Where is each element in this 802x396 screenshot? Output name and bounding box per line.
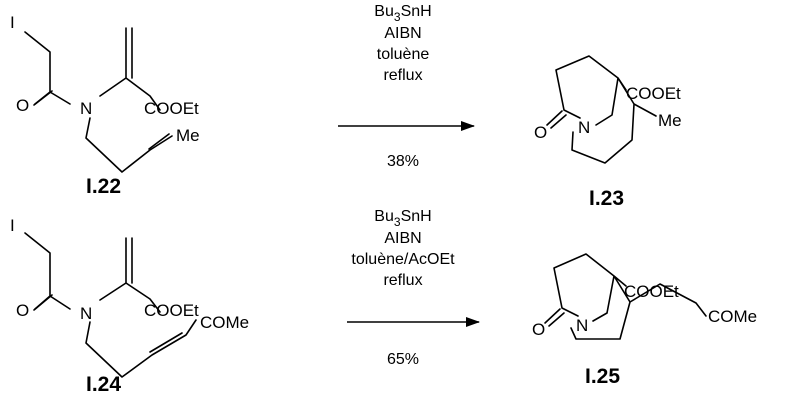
reactant-i22: I O N COOEt Me I.22 — [10, 13, 200, 198]
amide-nitrogen: N — [80, 99, 92, 118]
conditions-2: Bu3SnH AIBN toluène/AcOEt reflux 65% — [347, 208, 480, 368]
reagent-mode-2: reflux — [383, 272, 422, 289]
carbonyl-oxygen-2: O — [16, 301, 29, 320]
reactant-i24-double-bonds — [33, 237, 183, 353]
yield-1: 38% — [387, 153, 419, 170]
reagent-initiator-2: AIBN — [384, 230, 421, 247]
product-i25-bonds — [553, 253, 707, 340]
product2-nitrogen: N — [576, 316, 588, 335]
methyl-group: Me — [176, 126, 200, 145]
reactant-i24: I O N COOEt COMe I.24 — [10, 216, 249, 396]
conditions-1: Bu3SnH AIBN toluène reflux 38% — [338, 3, 475, 170]
product-methyl: Me — [658, 111, 682, 130]
reactant-i22-double-bonds — [33, 27, 170, 150]
product2-ester: COOEt — [624, 282, 679, 301]
product-i23-bonds — [555, 55, 657, 164]
product-oxygen: O — [534, 123, 547, 142]
reagent-solvent: toluène — [377, 46, 430, 63]
product-i25-carbonyl-double — [544, 308, 565, 327]
acetyl-group: COMe — [200, 313, 249, 332]
ester-group-2: COOEt — [144, 301, 199, 320]
compound-label-i23: I.23 — [589, 187, 624, 210]
reagent-initiator: AIBN — [384, 25, 421, 42]
reagent-solvent-2: toluène/AcOEt — [351, 251, 455, 268]
reagent-mode: reflux — [383, 67, 422, 84]
compound-label-i22: I.22 — [86, 175, 121, 198]
yield-2: 65% — [387, 351, 419, 368]
reagent-tin-hydride: Bu3SnH — [374, 3, 431, 24]
compound-label-i24: I.24 — [86, 373, 121, 396]
product-ester: COOEt — [626, 84, 681, 103]
product-i23-carbonyl-double — [546, 110, 567, 129]
iodine-atom-2: I — [10, 216, 15, 235]
compound-label-i25: I.25 — [585, 365, 620, 388]
product-nitrogen: N — [578, 118, 590, 137]
carbonyl-oxygen: O — [16, 96, 29, 115]
amide-nitrogen-2: N — [80, 304, 92, 323]
product2-oxygen: O — [532, 320, 545, 339]
reagent-tin-hydride-2: Bu3SnH — [374, 208, 431, 229]
ester-group: COOEt — [144, 99, 199, 118]
product-i23: O N COOEt Me I.23 — [534, 55, 682, 210]
product-i25: O N COOEt COMe I.25 — [532, 253, 757, 388]
product2-acetyl: COMe — [708, 307, 757, 326]
iodine-atom: I — [10, 13, 15, 32]
